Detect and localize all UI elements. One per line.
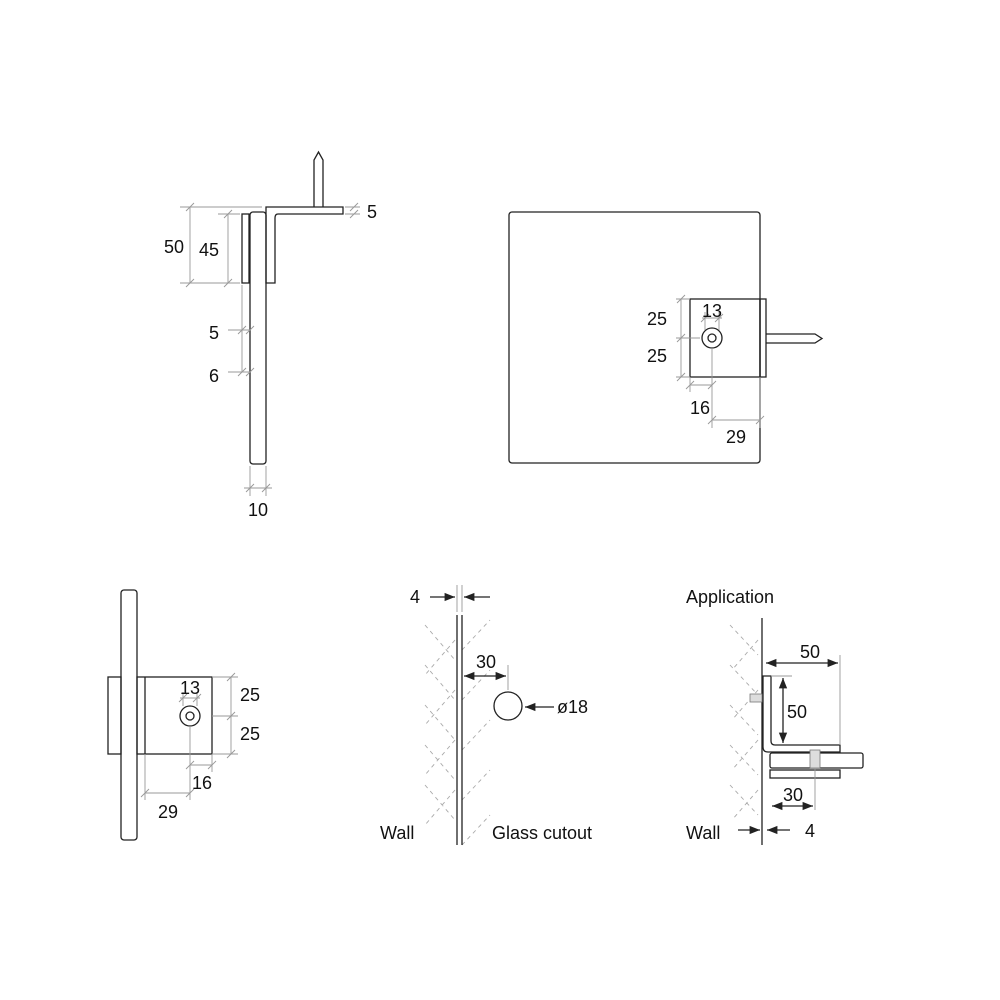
back-plate: [241, 213, 250, 284]
application-view: Application 50 50 30 4 Wall: [686, 587, 864, 845]
wall-pin: [766, 333, 824, 344]
dim-13: 13: [180, 678, 200, 698]
wall-hatch: [729, 624, 759, 821]
lower-plate: [769, 769, 841, 779]
wall-screw: [749, 693, 763, 703]
dim-16: 16: [192, 773, 212, 793]
dim-25-lower: 25: [647, 346, 667, 366]
dim-45: 45: [199, 240, 219, 260]
dim-25-upper: 25: [240, 685, 260, 705]
clamp-body: [689, 298, 761, 378]
dim-4: 4: [410, 587, 420, 607]
dim-16: 16: [690, 398, 710, 418]
dim-5-gap: 5: [209, 323, 219, 343]
glass-panel: [249, 211, 267, 465]
dim-30: 30: [476, 652, 496, 672]
dim-50-horizontal: 50: [800, 642, 820, 662]
label-wall: Wall: [686, 823, 720, 843]
screw-hole: [701, 327, 723, 349]
back-view: 25 25 13 16 29: [107, 589, 260, 841]
screw-hole-inner: [185, 711, 195, 721]
dim-6-gap: 6: [209, 366, 219, 386]
cutout-view: 4 30 ø18 Wall Glass cutout: [380, 585, 592, 846]
dim-5-pin: 5: [367, 202, 377, 222]
dim-4: 4: [805, 821, 815, 841]
dim-29: 29: [158, 802, 178, 822]
clamp-body: [136, 676, 213, 755]
dim-30: 30: [783, 785, 803, 805]
glass-panel: [120, 589, 138, 841]
wall-pin: [313, 150, 324, 207]
cutout-circle: [493, 691, 523, 721]
dim-29: 29: [726, 427, 746, 447]
screw-hole: [179, 705, 201, 727]
label-wall: Wall: [380, 823, 414, 843]
dim-50: 50: [164, 237, 184, 257]
application-title: Application: [686, 587, 774, 607]
screw-hole-inner: [707, 333, 717, 343]
side-view: 50 45 5 5 6 10: [164, 150, 377, 520]
dim-25-upper: 25: [647, 309, 667, 329]
dim-13: 13: [702, 301, 722, 321]
dim-50-vertical: 50: [787, 702, 807, 722]
front-view: 25 25 13 16 29: [508, 211, 824, 464]
dim-25-lower: 25: [240, 724, 260, 744]
dim-diameter: ø18: [557, 697, 588, 717]
l-bracket: [265, 206, 344, 284]
back-plate: [107, 676, 122, 755]
bracket-edge: [759, 298, 767, 378]
label-glass-cutout: Glass cutout: [492, 823, 592, 843]
dim-10: 10: [248, 500, 268, 520]
clamp-screw: [809, 749, 821, 769]
